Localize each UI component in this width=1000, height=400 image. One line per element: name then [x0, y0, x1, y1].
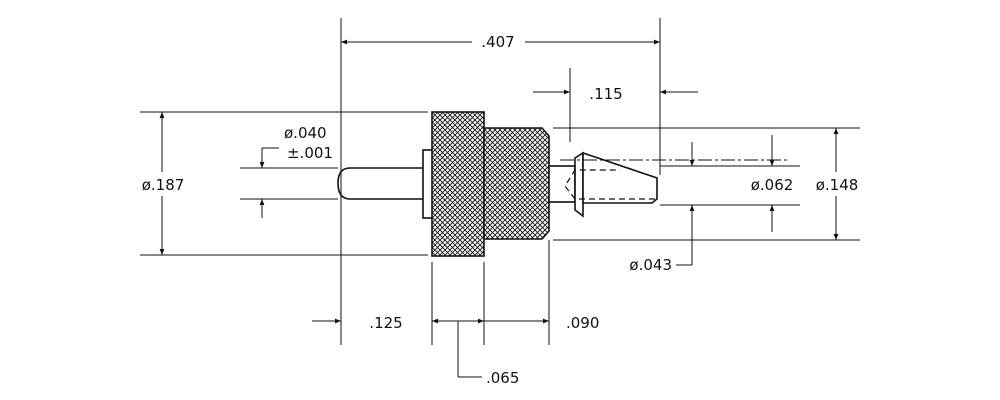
dim-knurl-length: .065: [457, 318, 519, 387]
dim-pin-diameter: ø.040 ±.001: [259, 124, 333, 218]
dim-pin-length: .125: [312, 314, 460, 332]
tip-collar: [574, 151, 584, 218]
dim-tip-length-label: .115: [589, 85, 622, 103]
dim-tip-end-diameter-label: ø.043: [629, 256, 672, 274]
dim-overall-length-label: .407: [481, 33, 514, 51]
dim-body-diameter: ø.148: [816, 128, 859, 240]
pin: [337, 167, 423, 200]
dim-body-length-label: .090: [566, 314, 599, 332]
dim-tip-end-diameter: ø.043: [629, 142, 695, 274]
dim-knurl-length-label: .065: [486, 369, 519, 387]
neck: [548, 165, 576, 203]
dim-pin-tolerance-label: ±.001: [287, 144, 333, 162]
dim-pin-length-label: .125: [369, 314, 402, 332]
dim-tip-diameter-label: ø.062: [751, 176, 794, 194]
solder-cup-hidden: [564, 169, 655, 200]
dim-knurl-diameter-label: ø.187: [142, 176, 185, 194]
dim-tip-diameter: ø.062: [751, 135, 794, 232]
connector-part: [337, 111, 790, 257]
dim-body-length: .090: [484, 314, 599, 332]
solder-tip: [582, 151, 658, 204]
knurled-collar: [431, 111, 485, 257]
dim-knurl-diameter: ø.187: [142, 112, 185, 255]
dim-body-diameter-label: ø.148: [816, 176, 859, 194]
dim-tip-length: .115: [533, 85, 698, 103]
body: [483, 127, 550, 240]
dim-overall-length: .407: [341, 33, 660, 51]
dim-pin-diameter-label: ø.040: [284, 124, 327, 142]
extension-lines: [140, 18, 860, 345]
